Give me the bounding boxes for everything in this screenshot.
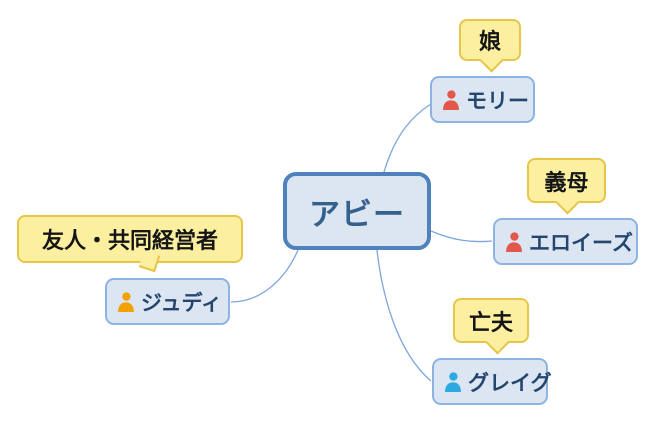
connector-root-judy <box>230 249 299 303</box>
connector-root-greig <box>376 249 432 382</box>
callout-friend-partner[interactable]: 友人・共同経営者 <box>17 215 243 273</box>
connector-root-eloise <box>430 230 493 243</box>
node-label: モリー <box>466 89 529 113</box>
callout-label: 亡夫 <box>468 309 513 335</box>
node-eloise[interactable]: エロイーズ <box>493 218 638 265</box>
person-icon <box>504 231 524 253</box>
callout-label: 義母 <box>544 169 589 195</box>
callout-label: 友人・共同経営者 <box>41 228 218 253</box>
node-judy[interactable]: ジュディ <box>105 278 230 325</box>
person-icon <box>116 291 136 313</box>
node-label: ジュディ <box>141 291 223 315</box>
person-icon <box>443 371 463 393</box>
node-molly[interactable]: モリー <box>430 76 535 123</box>
root-node-label: アビー <box>309 196 405 232</box>
root-node-abby[interactable]: アビー <box>283 172 431 250</box>
person-icon <box>441 89 461 111</box>
connector-root-molly <box>383 103 432 173</box>
callout-daughter[interactable]: 娘 <box>459 19 521 73</box>
callout-late-husband[interactable]: 亡夫 <box>453 298 529 355</box>
callout-mother-in-law[interactable]: 義母 <box>527 158 606 215</box>
node-greig[interactable]: グレイグ <box>432 358 552 405</box>
node-label: エロイーズ <box>529 231 633 255</box>
node-label: グレイグ <box>468 371 552 395</box>
callout-label: 娘 <box>478 29 501 54</box>
